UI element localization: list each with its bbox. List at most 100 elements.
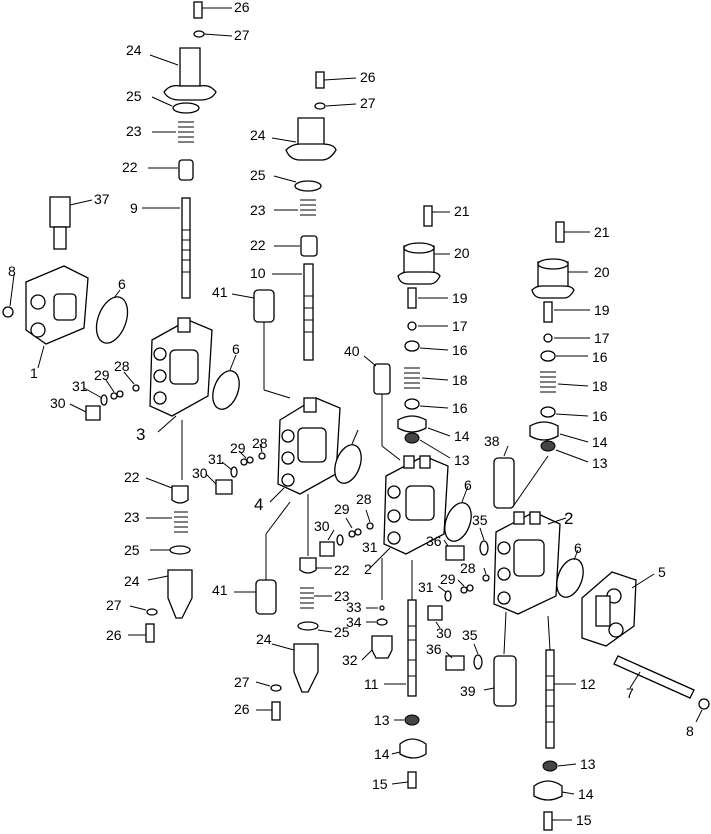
callout-labels: 26 27 24 25 23 22 9 37 8 6 1 28 29 31 30… bbox=[8, 0, 694, 828]
callout-14: 14 bbox=[592, 434, 608, 450]
callout-16: 16 bbox=[452, 400, 468, 416]
callout-20: 20 bbox=[594, 264, 610, 280]
callout-13: 13 bbox=[592, 455, 608, 471]
callout-17: 17 bbox=[594, 330, 610, 346]
callout-34: 34 bbox=[346, 614, 362, 630]
callout-22: 22 bbox=[334, 562, 350, 578]
callout-13: 13 bbox=[374, 712, 390, 728]
callout-31: 31 bbox=[362, 539, 378, 555]
callout-24: 24 bbox=[250, 127, 266, 143]
callout-12: 12 bbox=[580, 676, 596, 692]
callout-6: 6 bbox=[464, 477, 472, 493]
callout-24: 24 bbox=[126, 42, 142, 58]
callout-28: 28 bbox=[356, 491, 372, 507]
callout-14: 14 bbox=[374, 746, 390, 762]
callout-30: 30 bbox=[436, 625, 452, 641]
callout-24: 24 bbox=[124, 573, 140, 589]
callout-23: 23 bbox=[250, 202, 266, 218]
callout-25: 25 bbox=[334, 624, 350, 640]
column-1-parts bbox=[2, 1, 240, 643]
callout-29: 29 bbox=[334, 501, 350, 517]
callout-8: 8 bbox=[686, 723, 694, 739]
callout-19: 19 bbox=[594, 302, 610, 318]
callout-35: 35 bbox=[472, 512, 488, 528]
callout-23: 23 bbox=[124, 509, 140, 525]
callout-5: 5 bbox=[658, 564, 666, 580]
callout-33: 33 bbox=[346, 599, 362, 615]
callout-28: 28 bbox=[460, 560, 476, 576]
callout-2: 2 bbox=[364, 561, 372, 577]
callout-16: 16 bbox=[592, 408, 608, 424]
callout-31: 31 bbox=[418, 579, 434, 595]
callout-15: 15 bbox=[372, 776, 388, 792]
callout-26: 26 bbox=[360, 69, 376, 85]
callout-8: 8 bbox=[8, 263, 16, 279]
callout-27: 27 bbox=[360, 95, 376, 111]
callout-22: 22 bbox=[250, 237, 266, 253]
callout-28: 28 bbox=[252, 435, 268, 451]
callout-4: 4 bbox=[254, 495, 263, 514]
callout-39: 39 bbox=[460, 683, 476, 699]
callout-27: 27 bbox=[234, 27, 250, 43]
callout-6: 6 bbox=[118, 276, 126, 292]
callout-21: 21 bbox=[594, 224, 610, 240]
callout-35: 35 bbox=[462, 627, 478, 643]
callout-13: 13 bbox=[454, 452, 470, 468]
callout-25: 25 bbox=[126, 88, 142, 104]
callout-11: 11 bbox=[364, 676, 379, 692]
callout-24: 24 bbox=[256, 631, 272, 647]
callout-38: 38 bbox=[484, 433, 500, 449]
column-2-parts bbox=[205, 71, 362, 721]
callout-3: 3 bbox=[136, 425, 145, 444]
callout-27: 27 bbox=[234, 674, 250, 690]
callout-22: 22 bbox=[124, 469, 140, 485]
callout-29: 29 bbox=[440, 571, 456, 587]
callout-27: 27 bbox=[106, 597, 122, 613]
callout-20: 20 bbox=[454, 245, 470, 261]
column-4-parts bbox=[427, 221, 590, 831]
callout-26: 26 bbox=[234, 0, 250, 15]
callout-29: 29 bbox=[94, 367, 110, 383]
callout-7: 7 bbox=[626, 685, 634, 701]
callout-14: 14 bbox=[454, 428, 470, 444]
callout-6: 6 bbox=[232, 341, 240, 357]
callout-23: 23 bbox=[126, 123, 142, 139]
callout-18: 18 bbox=[452, 372, 468, 388]
callout-16: 16 bbox=[592, 349, 608, 365]
callout-25: 25 bbox=[124, 542, 140, 558]
callout-36: 36 bbox=[426, 533, 442, 549]
callout-13: 13 bbox=[580, 756, 596, 772]
callout-32: 32 bbox=[342, 652, 358, 668]
end-cover-and-tie-rod bbox=[581, 571, 710, 723]
callout-26: 26 bbox=[106, 627, 122, 643]
callout-31: 31 bbox=[208, 451, 224, 467]
callout-30: 30 bbox=[192, 465, 208, 481]
callout-16: 16 bbox=[452, 342, 468, 358]
callout-22: 22 bbox=[122, 159, 138, 175]
callout-26: 26 bbox=[234, 701, 250, 717]
callout-40: 40 bbox=[344, 343, 360, 359]
callout-6: 6 bbox=[574, 540, 582, 556]
callout-15: 15 bbox=[576, 812, 592, 828]
column-3-parts bbox=[319, 205, 472, 789]
callout-28: 28 bbox=[114, 358, 130, 374]
callout-23: 23 bbox=[334, 588, 350, 604]
callout-17: 17 bbox=[452, 318, 468, 334]
callout-31: 31 bbox=[72, 378, 88, 394]
callout-19: 19 bbox=[452, 290, 468, 306]
callout-10: 10 bbox=[250, 265, 266, 281]
callout-30: 30 bbox=[314, 518, 330, 534]
callout-25: 25 bbox=[250, 167, 266, 183]
callout-9: 9 bbox=[130, 200, 138, 216]
callout-37: 37 bbox=[94, 191, 110, 207]
callout-18: 18 bbox=[592, 378, 608, 394]
callout-36: 36 bbox=[426, 641, 442, 657]
callout-41: 41 bbox=[212, 582, 228, 598]
callout-30: 30 bbox=[50, 395, 66, 411]
callout-29: 29 bbox=[230, 440, 246, 456]
callout-41: 41 bbox=[212, 284, 228, 300]
callout-2: 2 bbox=[564, 509, 573, 528]
callout-1: 1 bbox=[30, 365, 38, 381]
callout-14: 14 bbox=[578, 786, 594, 802]
